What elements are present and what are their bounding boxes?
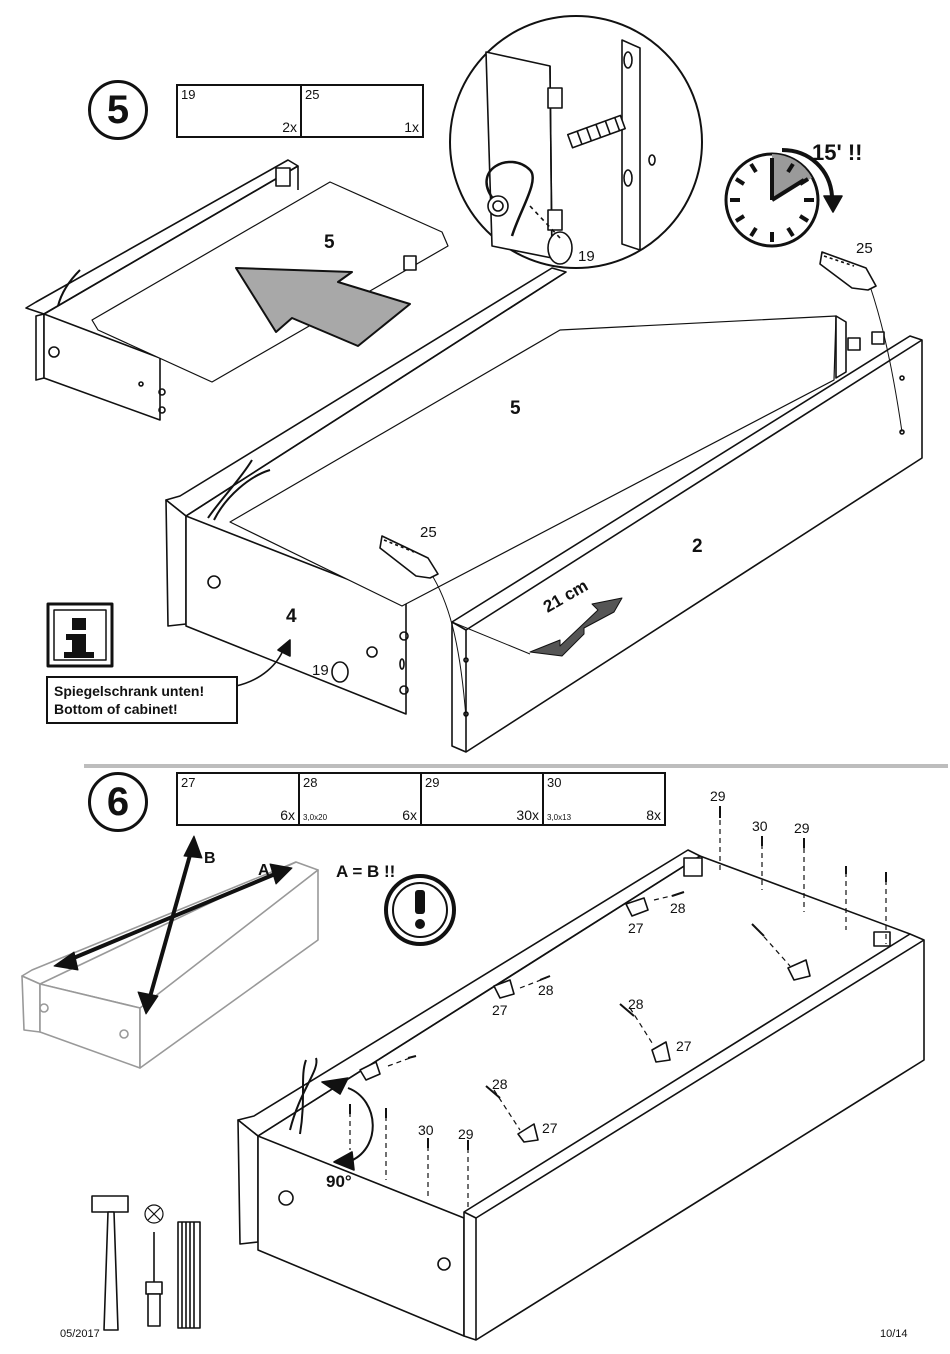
part-19-qty: 2x <box>282 119 297 135</box>
part-28-cell: 28 3,0x20 6x <box>300 774 422 824</box>
callout-27-d: 27 <box>542 1120 558 1136</box>
panel-5-label-main: 5 <box>510 398 521 420</box>
glue-25-top-label: 25 <box>856 240 873 257</box>
step-5-number: 5 <box>88 80 148 140</box>
part-27-cell: 27 6x <box>178 774 300 824</box>
part-29-id: 29 <box>425 775 439 790</box>
cap-19-zoom-label: 19 <box>578 248 595 265</box>
panel-5-label-small: 5 <box>324 232 335 254</box>
footer-date: 05/2017 <box>60 1328 100 1340</box>
part-19-cell: 19 2x <box>178 86 302 136</box>
callout-27-a: 27 <box>628 920 644 936</box>
part-28-id: 28 <box>303 775 317 790</box>
tools-icon <box>92 1196 200 1330</box>
info-note-line1: Spiegelschrank unten! <box>54 682 230 700</box>
part-30-id: 30 <box>547 775 561 790</box>
part-27-qty: 6x <box>280 807 295 823</box>
info-note: Spiegelschrank unten! Bottom of cabinet! <box>46 676 238 724</box>
callout-28-b: 28 <box>538 982 554 998</box>
callout-28-c: 28 <box>628 996 644 1012</box>
glue-25-label: 25 <box>420 524 437 541</box>
part-27-id: 27 <box>181 775 195 790</box>
part-25-qty: 1x <box>404 119 419 135</box>
part-29-cell: 29 30x <box>422 774 544 824</box>
callout-30-b: 30 <box>418 1122 434 1138</box>
part-28-qty: 6x <box>402 807 417 823</box>
cap-19-label: 19 <box>312 662 329 679</box>
equal-diagonals-label: A = B !! <box>336 862 395 882</box>
part-19-id: 19 <box>181 87 195 102</box>
part-30-cell: 30 3,0x13 8x <box>544 774 664 824</box>
info-icon <box>48 604 112 666</box>
cabinet-main-6 <box>238 806 924 1340</box>
callout-29-a: 29 <box>710 788 726 804</box>
panel-2-label: 2 <box>692 536 703 558</box>
callout-29-c: 29 <box>458 1126 474 1142</box>
callout-30-a: 30 <box>752 818 768 834</box>
callout-29-b: 29 <box>794 820 810 836</box>
info-note-line2: Bottom of cabinet! <box>54 700 230 718</box>
section-divider <box>84 764 948 768</box>
part-25-id: 25 <box>305 87 319 102</box>
angle-label: 90° <box>326 1172 352 1192</box>
step-6-number: 6 <box>88 772 148 832</box>
warning-icon <box>386 876 454 944</box>
diagonal-b-label: B <box>204 850 216 868</box>
part-30-spec: 3,0x13 <box>547 813 571 822</box>
callout-28-d: 28 <box>492 1076 508 1092</box>
zoom-detail <box>450 16 702 268</box>
parts-table-step5: 19 2x 25 1x <box>176 84 424 138</box>
diagonal-a-label: A <box>258 862 270 880</box>
callout-27-b: 27 <box>492 1002 508 1018</box>
parts-table-step6: 27 6x 28 3,0x20 6x 29 30x 30 3,0x13 8x <box>176 772 666 826</box>
callout-28-a: 28 <box>670 900 686 916</box>
part-29-qty: 30x <box>516 807 539 823</box>
callout-27-c: 27 <box>676 1038 692 1054</box>
part-30-qty: 8x <box>646 807 661 823</box>
part-25-cell: 25 1x <box>302 86 422 136</box>
page-number: 10/14 <box>880 1328 908 1340</box>
wait-time-label: 15' !! <box>812 140 862 166</box>
panel-4-label: 4 <box>286 606 297 628</box>
part-28-spec: 3,0x20 <box>303 813 327 822</box>
